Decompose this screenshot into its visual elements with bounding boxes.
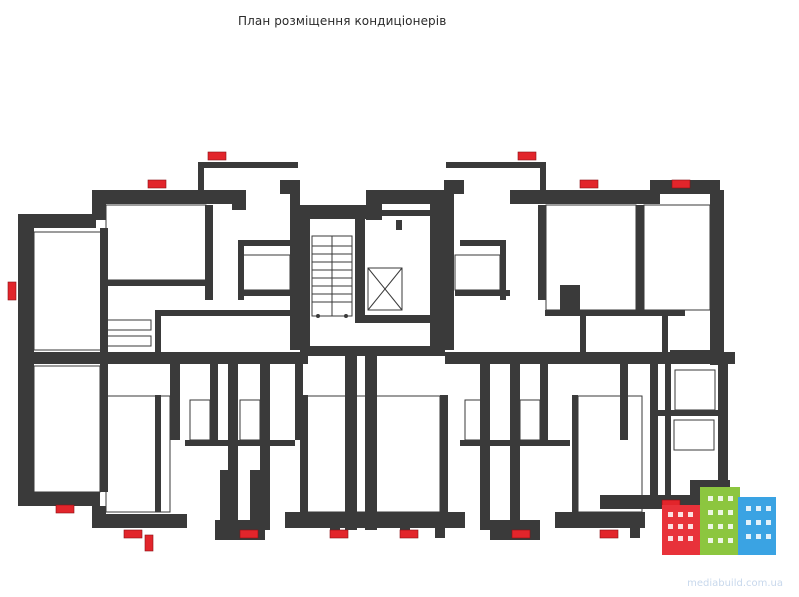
watermark: mediabuild.com.ua <box>687 578 783 589</box>
floor-plan-details <box>19 204 716 513</box>
stair-core <box>311 235 403 317</box>
ac-unit-icon <box>329 529 349 539</box>
ac-unit-icon <box>517 151 537 161</box>
ac-unit-icon <box>239 529 259 539</box>
ac-unit-icon <box>599 529 619 539</box>
ac-unit-icon <box>144 534 154 552</box>
ac-unit-icon <box>511 529 531 539</box>
ac-unit-icon <box>207 151 227 161</box>
ac-unit-icon <box>123 529 143 539</box>
ac-unit-icon <box>7 281 17 301</box>
ac-unit-icon <box>399 529 419 539</box>
plan-title: План розміщення кондиціонерів <box>238 14 447 28</box>
ac-unit-icon <box>147 179 167 189</box>
ac-unit-icon <box>671 179 691 189</box>
ac-unit-icon <box>55 504 75 514</box>
ac-units <box>7 151 691 552</box>
building-logo-icon <box>662 487 776 555</box>
ac-unit-icon <box>579 179 599 189</box>
